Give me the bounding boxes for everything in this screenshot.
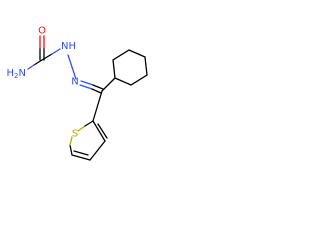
amine-atom-label: H2N bbox=[7, 68, 26, 81]
carbon-cyclohexyl-bond bbox=[101, 77, 116, 92]
imine-nitrogen-label: N bbox=[71, 77, 78, 88]
imine-double-bond bbox=[79, 80, 104, 94]
semicarbazone-structure: O H2N NH N S bbox=[7, 26, 148, 161]
carbon-nh-bond bbox=[41, 48, 61, 61]
nh-n-bond bbox=[67, 54, 77, 80]
oxygen-atom-label: O bbox=[38, 26, 46, 37]
thiophene-ring bbox=[69, 120, 108, 161]
sulfur-atom-label: S bbox=[72, 129, 78, 140]
nh-atom-label: NH bbox=[61, 41, 76, 52]
carbon-amine-bond bbox=[27, 59, 43, 70]
carbon-thiophene-bond bbox=[92, 90, 103, 122]
carbonyl-bond bbox=[39, 35, 45, 61]
cyclohexane-ring bbox=[112, 49, 148, 86]
